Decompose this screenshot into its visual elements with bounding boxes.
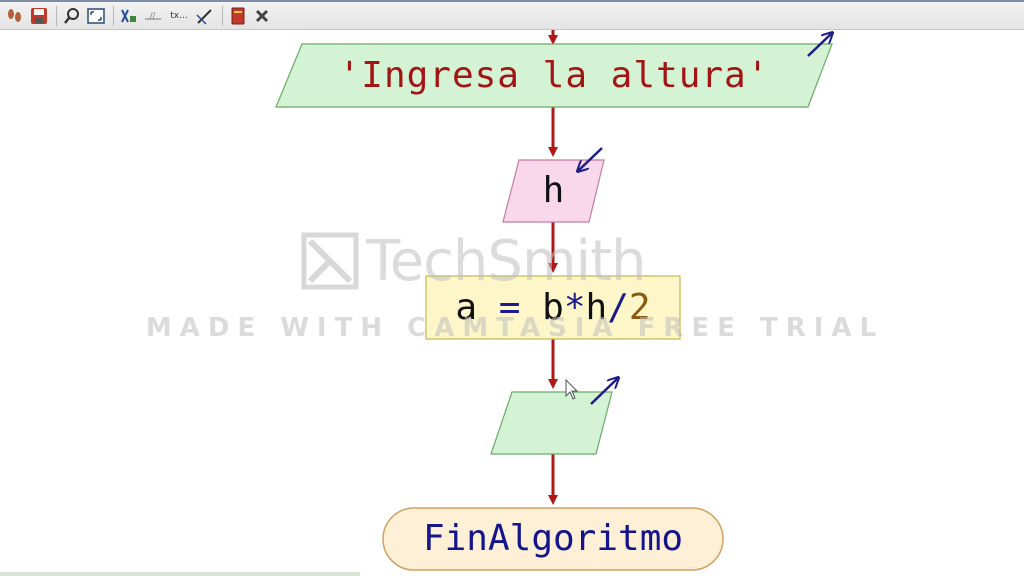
output-text[interactable]: 'Ingresa la altura' <box>338 55 770 96</box>
assignment-divide: / <box>607 287 629 328</box>
assignment-b: b <box>542 287 564 328</box>
assignment-text[interactable]: a = b*h/2 <box>426 282 680 334</box>
toolbar-separator <box>222 5 223 26</box>
empty-output-block <box>490 391 613 455</box>
close-icon[interactable] <box>251 5 273 27</box>
variables-icon[interactable] <box>118 5 140 27</box>
text-icon[interactable]: tx... <box>166 5 192 27</box>
assignment-lhs: a <box>455 287 478 328</box>
book-icon[interactable] <box>227 5 249 27</box>
end-label[interactable]: FinAlgoritmo <box>422 518 684 559</box>
output-block <box>275 43 833 108</box>
assignment-multiply: * <box>563 287 586 328</box>
end-block <box>382 507 724 571</box>
assignment-equals: = <box>498 287 521 328</box>
toolbar: // tx... <box>0 0 1024 30</box>
fit-window-icon[interactable] <box>85 5 107 27</box>
pen-icon[interactable] <box>194 5 216 27</box>
comment-line-icon[interactable]: // <box>142 5 164 27</box>
input-arrow-icon <box>578 147 603 171</box>
text-button-label: tx... <box>170 10 188 21</box>
assignment-two: 2 <box>628 287 651 328</box>
assignment-h: h <box>585 287 608 328</box>
mouse-cursor-icon <box>565 378 579 400</box>
flowchart-canvas: 'Ingresa la altura' h a = b*h/2 FinAlgor… <box>0 30 1024 576</box>
svg-text://: // <box>150 11 156 20</box>
zoom-icon[interactable] <box>61 5 83 27</box>
save-icon[interactable] <box>28 5 50 27</box>
process-block <box>425 275 681 340</box>
empty-output-arrow-icon <box>590 378 618 405</box>
flowchart-diagram <box>275 30 1024 571</box>
input-variable-text[interactable]: h <box>542 170 565 211</box>
toolbar-separator <box>56 5 57 26</box>
toolbar-separator <box>113 5 114 26</box>
footsteps-icon[interactable] <box>4 5 26 27</box>
status-bar <box>0 572 360 576</box>
output-arrow-icon <box>807 33 832 57</box>
